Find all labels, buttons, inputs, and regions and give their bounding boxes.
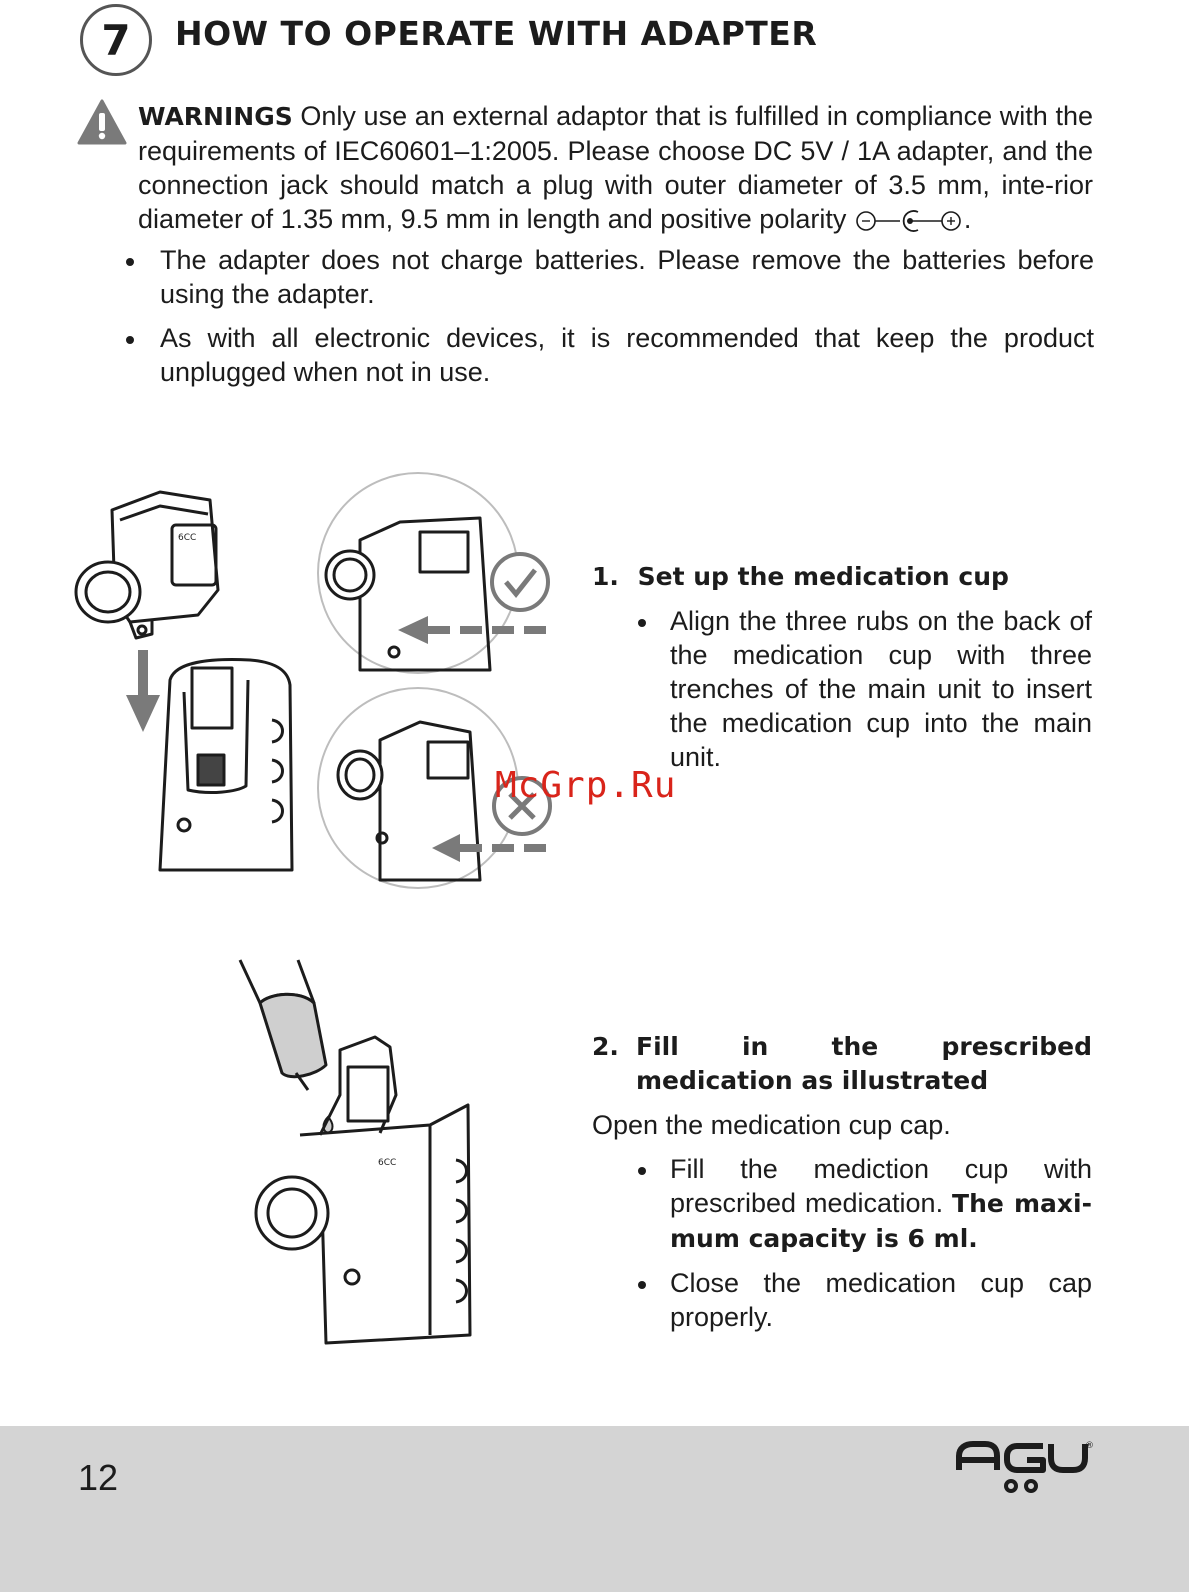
page-footer bbox=[0, 1426, 1189, 1592]
section-number-badge: 7 bbox=[80, 4, 152, 76]
medication-cup-setup-illustration: 6CC bbox=[74, 472, 552, 889]
step-1-list: Align the three rubs on the back of the … bbox=[634, 604, 1092, 774]
adapter-notes-list: The adapter does not charge batteries. P… bbox=[122, 243, 1094, 399]
step-2-item-1-text: Fill the mediction cup with prescribed m… bbox=[670, 1154, 1092, 1218]
cup-label: 6CC bbox=[178, 533, 196, 543]
polarity-symbol-icon bbox=[856, 209, 961, 232]
registered-mark: ® bbox=[1085, 1441, 1094, 1451]
warning-end: . bbox=[963, 204, 972, 234]
step-2-number: 2. bbox=[592, 1032, 619, 1061]
step-2: 2. Fill in the prescribed medication as … bbox=[592, 1030, 1092, 1344]
warning-triangle-icon bbox=[77, 99, 127, 145]
warning-text: Only use an external adaptor that is ful… bbox=[138, 101, 1093, 234]
step-1-number: 1. bbox=[592, 562, 619, 591]
fill-medication-illustration: 6CC bbox=[238, 959, 472, 1345]
section-title: HOW TO OPERATE WITH ADAPTER bbox=[175, 14, 818, 53]
list-item: Fill the mediction cup with prescribed m… bbox=[634, 1152, 1092, 1256]
warning-paragraph: WARNINGS Only use an external adaptor th… bbox=[138, 99, 1093, 236]
agu-logo: ® bbox=[956, 1441, 1094, 1493]
list-item: As with all electronic devices, it is re… bbox=[122, 321, 1094, 389]
step-1-title: Set up the medication cup bbox=[637, 562, 1009, 591]
section-number: 7 bbox=[101, 15, 131, 65]
warning-label: WARNINGS bbox=[138, 102, 293, 131]
list-item: Align the three rubs on the back of the … bbox=[634, 604, 1092, 774]
page-number: 12 bbox=[78, 1457, 119, 1498]
step-2-heading: 2. Fill in the prescribed medication as … bbox=[592, 1030, 1092, 1098]
step-1-heading: 1. Set up the medication cup bbox=[592, 560, 1092, 594]
list-item: Close the medication cup cap properly. bbox=[634, 1266, 1092, 1334]
check-circle-icon bbox=[490, 552, 550, 612]
watermark: McGrp.Ru bbox=[495, 765, 677, 806]
step-2-title: Fill in the prescribed medication as ill… bbox=[636, 1032, 1092, 1095]
step-2-list: Fill the mediction cup with prescribed m… bbox=[634, 1152, 1092, 1334]
step-2-item-1-bold: The maxi-mum capacity is 6 ml. bbox=[670, 1189, 1092, 1253]
step-2-intro: Open the medication cup cap. bbox=[592, 1110, 951, 1140]
step-1: 1. Set up the medication cup Align the t… bbox=[592, 560, 1092, 784]
cup-label: 6CC bbox=[378, 1158, 396, 1168]
list-item: The adapter does not charge batteries. P… bbox=[122, 243, 1094, 311]
